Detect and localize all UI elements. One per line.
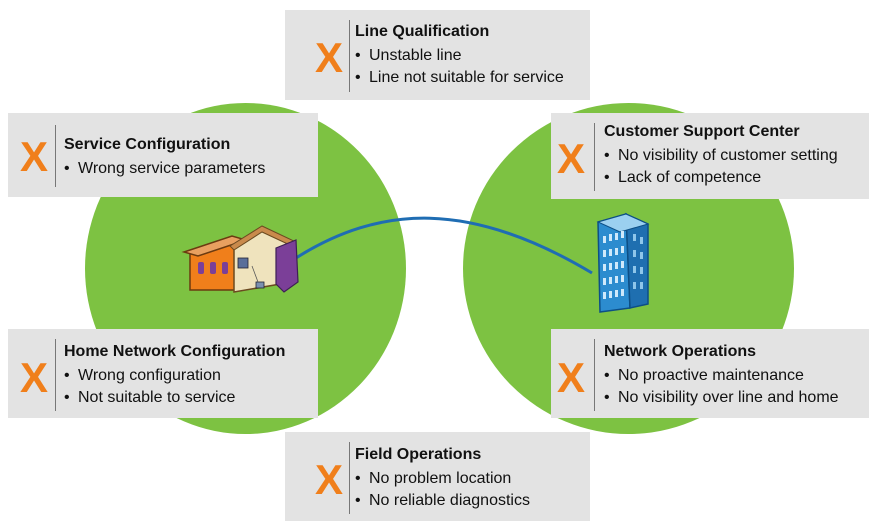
list-item: •Wrong service parameters [64, 158, 265, 180]
issue-list: •Wrong configuration •Not suitable to se… [64, 365, 285, 409]
bullet-icon: • [64, 367, 70, 384]
bullet-icon: • [604, 147, 610, 164]
list-item: •No visibility over line and home [604, 387, 839, 409]
separator [349, 442, 350, 514]
issue-content: Field Operations •No problem location •N… [355, 445, 530, 512]
separator [55, 125, 56, 187]
office-building-icon [596, 212, 650, 313]
list-item: •Not suitable to service [64, 387, 285, 409]
x-mark-icon: X [315, 34, 344, 81]
issue-list: •No visibility of customer setting •Lack… [604, 145, 838, 189]
bullet-icon: • [355, 492, 361, 509]
separator [55, 339, 56, 411]
separator [594, 339, 595, 411]
bullet-icon: • [355, 47, 361, 64]
issue-content: Customer Support Center •No visibility o… [604, 122, 838, 189]
list-item: •Line not suitable for service [355, 67, 564, 89]
list-item: •No proactive maintenance [604, 365, 839, 387]
issue-content: Network Operations •No proactive mainten… [604, 342, 839, 409]
x-mark-icon: X [557, 354, 586, 401]
list-item: •No visibility of customer setting [604, 145, 838, 167]
list-item: •Lack of competence [604, 167, 838, 189]
service-configuration-box: X Service Configuration •Wrong service p… [8, 113, 318, 197]
bullet-icon: • [604, 367, 610, 384]
issue-title: Home Network Configuration [64, 343, 286, 360]
list-item: •Wrong configuration [64, 365, 285, 387]
house-icon [181, 225, 299, 293]
issue-content: Service Configuration •Wrong service par… [64, 135, 265, 180]
home-network-configuration-box: X Home Network Configuration •Wrong conf… [8, 329, 318, 418]
x-mark-icon: X [20, 133, 49, 180]
bullet-icon: • [64, 160, 70, 177]
issue-title: Network Operations [604, 343, 757, 360]
customer-support-center-box: X Customer Support Center •No visibility… [551, 113, 869, 199]
issue-list: •No problem location •No reliable diagno… [355, 468, 530, 512]
issue-title: Field Operations [355, 446, 482, 463]
line-qualification-box: X Line Qualification •Unstable line •Lin… [285, 10, 590, 100]
list-item: •No reliable diagnostics [355, 490, 530, 512]
separator [349, 20, 350, 92]
bullet-icon: • [355, 69, 361, 86]
bullet-icon: • [355, 470, 361, 487]
issue-list: •Wrong service parameters [64, 158, 265, 180]
issue-title: Line Qualification [355, 23, 490, 40]
separator [594, 123, 595, 191]
list-item: •No problem location [355, 468, 530, 490]
x-mark-icon: X [557, 135, 586, 182]
x-mark-icon: X [315, 456, 344, 503]
bullet-icon: • [604, 389, 610, 406]
issue-title: Service Configuration [64, 136, 231, 153]
field-operations-box: X Field Operations •No problem location … [285, 432, 590, 521]
issue-list: •No proactive maintenance •No visibility… [604, 365, 839, 409]
list-item: •Unstable line [355, 45, 564, 67]
issue-title: Customer Support Center [604, 123, 800, 140]
bullet-icon: • [64, 389, 70, 406]
issue-content: Home Network Configuration •Wrong config… [64, 342, 285, 409]
x-mark-icon: X [20, 354, 49, 401]
connection-line [295, 216, 593, 275]
bullet-icon: • [604, 169, 610, 186]
network-operations-box: X Network Operations •No proactive maint… [551, 329, 869, 418]
issue-list: •Unstable line •Line not suitable for se… [355, 45, 564, 89]
issue-content: Line Qualification •Unstable line •Line … [355, 22, 564, 89]
